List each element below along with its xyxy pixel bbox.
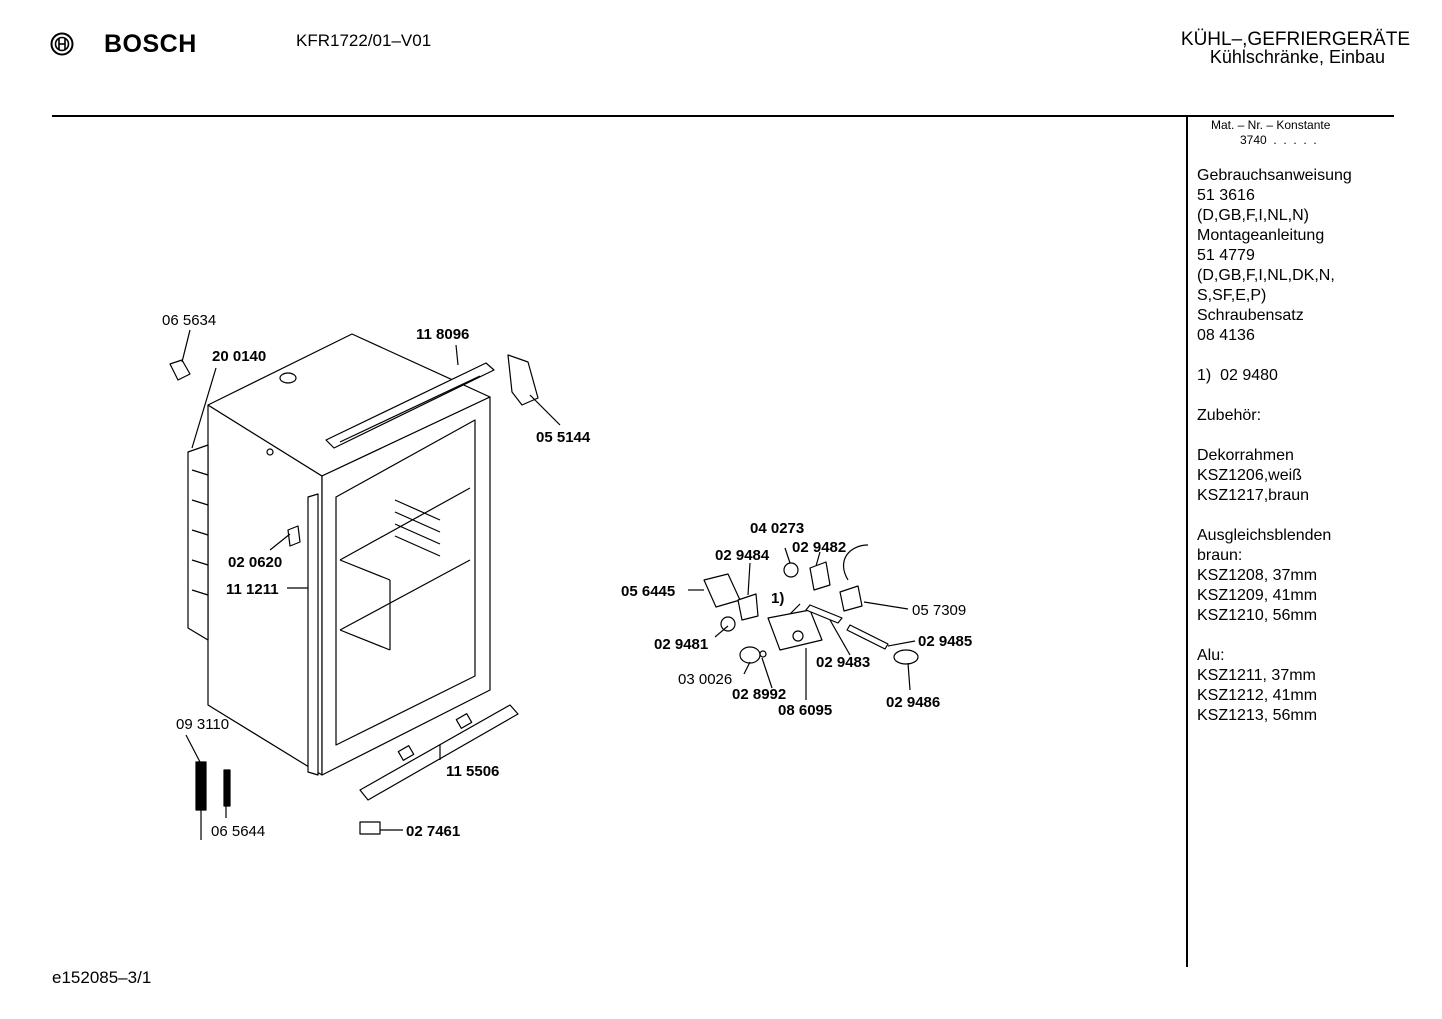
part-label-065644: 06 5644 [211,823,265,840]
bottom-rail [359,704,519,801]
hinge-plate [287,525,301,547]
part-label-118096: 11 8096 [416,326,469,343]
accessory-line: KSZ1208, 37mm [1197,567,1318,584]
clip-065634 [169,359,191,381]
side-panel: Mat. – Nr. – Konstante 3740 . . . . . Ge… [1197,118,1352,726]
part-label-030026: 03 0026 [678,671,732,688]
cabinet-body [207,333,491,776]
accessory-line: KSZ1210, 56mm [1197,607,1318,624]
top-rail [325,362,495,449]
sensor-093110 [195,761,231,840]
panel-list-alu: Alu: KSZ1211, 37mm KSZ1212, 41mm KSZ1213… [1197,646,1352,726]
part-label-020620: 02 0620 [228,554,282,571]
part-label-115506: 11 5506 [446,763,499,780]
accessory-line: KSZ1213, 56mm [1197,707,1318,724]
door-seal-strip [307,493,319,776]
part-label-111211: 11 1211 [226,581,279,598]
part-label-200140: 20 0140 [212,348,266,365]
accessory-line: KSZ1209, 41mm [1197,587,1318,604]
accessory-line: KSZ1217,braun [1197,487,1310,504]
small-block-027461 [359,821,381,835]
panel-list-brown: Ausgleichsblenden braun: KSZ1208, 37mm K… [1197,526,1352,626]
accessory-line: Alu: [1197,647,1225,664]
accessory-line: braun: [1197,547,1243,564]
part-label-029481: 02 9481 [654,636,708,653]
accessory-line: KSZ1211, 37mm [1197,667,1316,684]
footnote-marker: 1) [771,590,784,607]
doc-line: S,SF,E,P) [1197,287,1267,304]
part-label-029482: 02 9482 [792,539,846,556]
header-divider [52,115,1394,117]
doc-line: Schraubensatz [1197,307,1304,324]
part-label-065634: 06 5634 [162,312,216,329]
accessory-line: KSZ1206,weiß [1197,467,1302,484]
doc-line: 08 4136 [1197,327,1255,344]
part-label-027461: 02 7461 [406,823,460,840]
doc-line: Montageanleitung [1197,227,1325,244]
documents-list: Gebrauchsanweisung 51 3616 (D,GB,F,I,NL,… [1197,166,1352,346]
decor-frame-list: Dekorrahmen KSZ1206,weiß KSZ1217,braun [1197,446,1352,506]
category-subtitle: Kühlschränke, Einbau [1209,47,1385,67]
doc-line: 51 4779 [1197,247,1255,264]
bracket-055144 [507,354,539,406]
brand-name: BOSCH [104,30,197,58]
part-label-093110: 09 3110 [176,716,229,733]
footnote-1: 1) 02 9480 [1197,367,1278,384]
bosch-logo-icon [50,32,74,56]
leader-lines [181,329,916,831]
part-label-055144: 05 5144 [536,429,591,446]
material-number-value: 3740 . . . . . [1240,133,1317,147]
accessory-line: KSZ1212, 41mm [1197,687,1318,704]
part-label-056445: 05 6445 [621,583,675,600]
part-label-029484: 02 9484 [715,547,770,564]
part-label-086095: 08 6095 [778,702,832,719]
doc-line: (D,GB,F,I,NL,DK,N, [1197,267,1335,284]
model-number: KFR1722/01–V01 [296,31,432,50]
accessory-line: Dekorrahmen [1197,447,1294,464]
part-label-040273: 04 0273 [750,520,804,537]
condenser-grid [187,444,209,641]
doc-line: Gebrauchsanweisung [1197,167,1352,184]
category-title: KÜHL–,GEFRIERGERÄTE [1180,29,1410,50]
doc-line: (D,GB,F,I,NL,N) [1197,207,1310,224]
part-label-028992: 02 8992 [732,686,786,703]
thermostat-assembly [703,544,919,665]
part-label-029483: 02 9483 [816,654,870,671]
part-label-029486: 02 9486 [886,694,940,711]
part-label-057309: 05 7309 [912,602,966,619]
part-label-029485: 02 9485 [918,633,972,650]
accessories-label: Zubehör: [1197,407,1262,424]
doc-line: 51 3616 [1197,187,1255,204]
exploded-parts-diagram: 06 5634 20 0140 11 8096 05 5144 02 0620 … [162,312,972,840]
accessory-line: Ausgleichsblenden [1197,527,1332,544]
material-number-label: Mat. – Nr. – Konstante [1211,118,1331,132]
drawing-code: e152085–3/1 [52,968,152,987]
side-panel-divider [1186,117,1188,967]
